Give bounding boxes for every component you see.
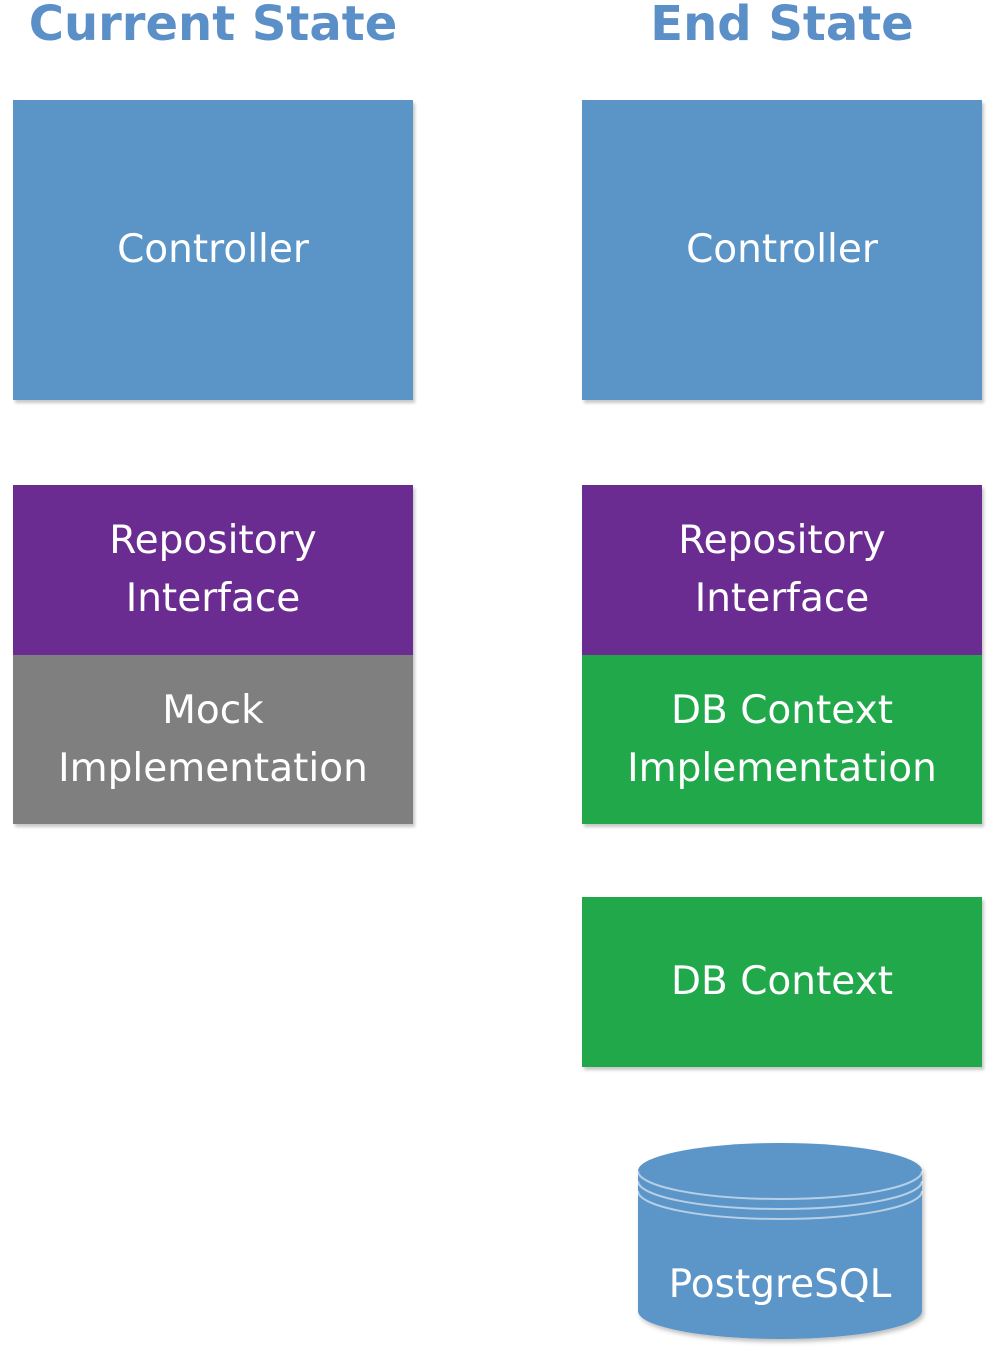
db-context-implementation-box: DB Context Implementation <box>582 655 982 824</box>
db-context-label: DB Context <box>671 959 893 1004</box>
end-controller-label: Controller <box>686 227 878 272</box>
current-state-title: Current State <box>28 0 398 52</box>
db-context-box: DB Context <box>582 897 982 1067</box>
current-repository-interface-box: Repository Interface <box>13 485 413 655</box>
end-repository-interface-box: Repository Interface <box>582 485 982 655</box>
end-repository-interface-line1: Repository <box>678 518 886 563</box>
mock-implementation-line1: Mock <box>162 687 264 733</box>
database-ring-1 <box>637 1170 923 1200</box>
db-context-implementation-line2: Implementation <box>627 745 937 791</box>
current-controller-label: Controller <box>117 227 309 272</box>
database-ring-3 <box>637 1190 923 1220</box>
database-ring-2 <box>637 1180 923 1210</box>
end-state-title: End State <box>650 0 914 52</box>
postgresql-database-icon: PostgreSQL <box>637 1143 923 1339</box>
end-controller-box: Controller <box>582 100 982 400</box>
mock-implementation-line2: Implementation <box>58 745 368 791</box>
mock-implementation-box: Mock Implementation <box>13 655 413 824</box>
current-repository-stack: Repository Interface Mock Implementation <box>13 485 413 824</box>
end-repository-interface-line2: Interface <box>694 576 870 621</box>
current-repository-interface-line2: Interface <box>125 576 301 621</box>
end-repository-stack: Repository Interface DB Context Implemen… <box>582 485 982 824</box>
database-cylinder-top <box>638 1143 922 1199</box>
current-controller-box: Controller <box>13 100 413 400</box>
database-label: PostgreSQL <box>669 1262 892 1307</box>
current-repository-interface-line1: Repository <box>109 518 317 563</box>
database-cylinder-body <box>638 1171 922 1339</box>
db-context-implementation-line1: DB Context <box>671 687 893 733</box>
